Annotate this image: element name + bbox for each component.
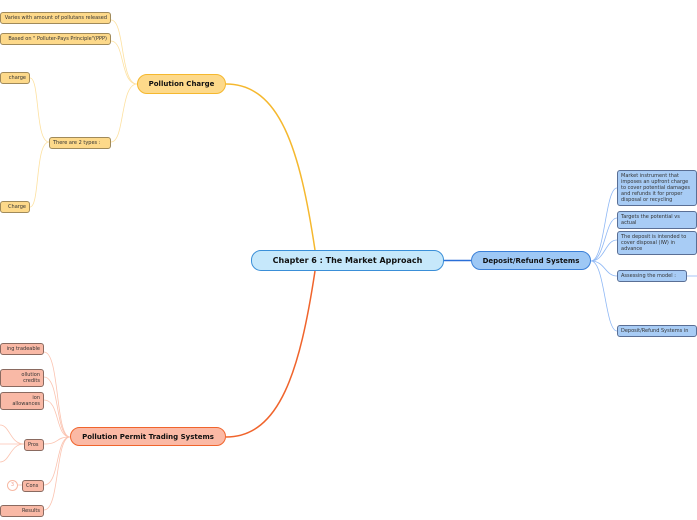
subtopic-tradeable[interactable]: ing tradeable bbox=[0, 343, 44, 355]
subtopic-pollution-credits[interactable]: ollution credits bbox=[0, 369, 44, 387]
subtopic-assessing-model[interactable]: Assessing the model : bbox=[617, 270, 687, 282]
subtopic-targets-potential[interactable]: Targets the potential vs actual bbox=[617, 211, 697, 229]
collapsed-count-badge[interactable]: 3 bbox=[7, 480, 18, 491]
type-charge-1[interactable]: charge bbox=[0, 72, 30, 84]
subtopic-pros[interactable]: Pros bbox=[24, 439, 44, 451]
type-charge-2[interactable]: Charge bbox=[0, 201, 30, 213]
central-topic[interactable]: Chapter 6 : The Market Approach bbox=[251, 250, 444, 271]
topic-permit-trading[interactable]: Pollution Permit Trading Systems bbox=[70, 427, 226, 446]
subtopic-cons[interactable]: Cons bbox=[22, 480, 44, 492]
subtopic-varies-with-amount[interactable]: Varies with amount of pollutans released bbox=[0, 12, 111, 24]
subtopic-deposit-intended[interactable]: The deposit is intended to cover disposa… bbox=[617, 231, 697, 255]
subtopic-deposit-refund-in[interactable]: Deposit/Refund Systems in bbox=[617, 325, 697, 337]
subtopic-polluter-pays[interactable]: Based on " Polluter-Pays Principle"(PPP) bbox=[0, 33, 111, 45]
topic-deposit-refund[interactable]: Deposit/Refund Systems bbox=[471, 251, 591, 270]
topic-pollution-charge[interactable]: Pollution Charge bbox=[137, 74, 226, 94]
subtopic-allowances[interactable]: ion allowances bbox=[0, 392, 44, 410]
subtopic-market-instrument[interactable]: Market instrument that imposes an upfron… bbox=[617, 170, 697, 206]
subtopic-two-types[interactable]: There are 2 types : bbox=[49, 137, 111, 149]
subtopic-results[interactable]: Results bbox=[0, 505, 44, 517]
